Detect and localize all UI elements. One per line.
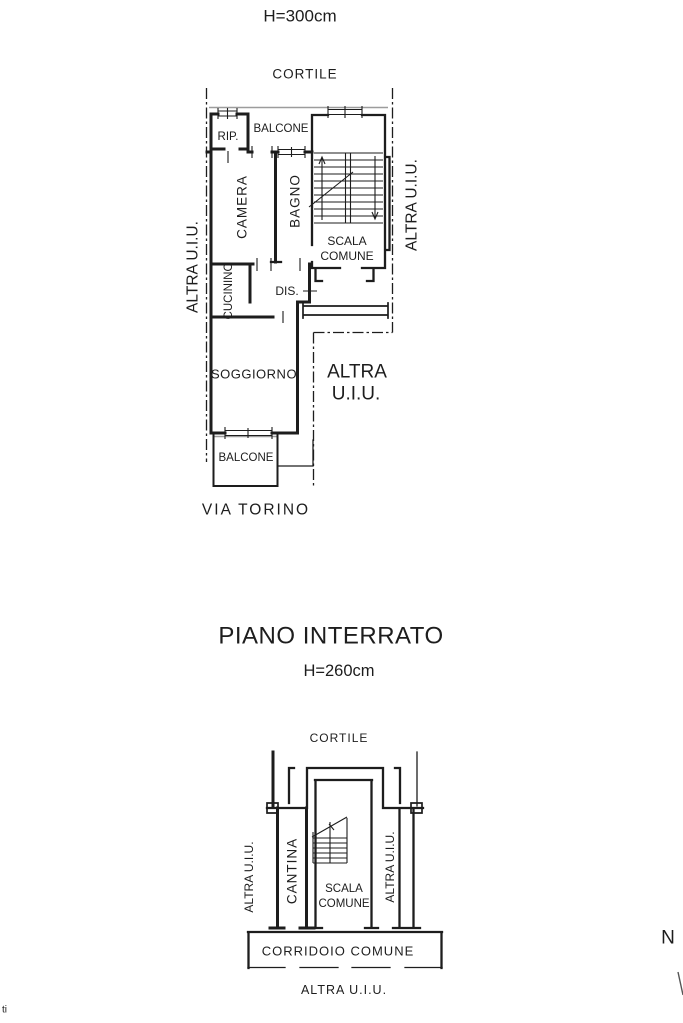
lower-wall-flags xyxy=(266,802,423,814)
lower-plan: PIANO INTERRATO H=260cm CORTILE CANTINA … xyxy=(218,623,443,998)
room-label-camera: CAMERA xyxy=(235,175,250,239)
cortile-label-lower: CORTILE xyxy=(310,731,369,745)
room-label-cantina: CANTINA xyxy=(285,838,300,904)
room-label-balcone-bottom: BALCONE xyxy=(219,452,274,464)
room-label-soggiorno: SOGGIORNO xyxy=(211,367,297,382)
corridoio-label: CORRIDOIO COMUNE xyxy=(262,944,415,959)
room-label-cucinino: CUCININO xyxy=(223,263,235,320)
upper-stairwell-walls xyxy=(269,113,391,283)
stair-label-lower-line1: SCALA xyxy=(325,883,363,895)
street-label-via-torino: VIA TORINO xyxy=(202,502,310,519)
north-arrow-fragment xyxy=(677,971,683,996)
upper-apartment-walls xyxy=(205,112,314,435)
upper-windows-doors xyxy=(217,106,363,439)
upper-balcony-side-lines xyxy=(276,439,314,467)
lower-thin-lines xyxy=(247,751,443,969)
room-label-rip: RIP. xyxy=(218,131,239,143)
room-label-bagno: BAGNO xyxy=(288,174,303,228)
upper-stairs-treads xyxy=(308,152,383,224)
margin-artifact-text: ti xyxy=(2,1005,7,1016)
lower-structure-walls xyxy=(246,766,444,970)
boundary-label-lower-bottom: ALTRA U.I.U. xyxy=(301,983,387,997)
upper-balcony-outline xyxy=(212,434,279,487)
stair-label-upper-line1: SCALA xyxy=(327,234,366,248)
height-label-upper: H=300cm xyxy=(263,7,336,26)
height-label-lower: H=260cm xyxy=(303,662,374,680)
lower-stairs-treads xyxy=(311,816,348,864)
plan-title-lower: PIANO INTERRATO xyxy=(218,623,443,650)
stair-label-upper-line2: COMUNE xyxy=(320,249,373,263)
compass-north: N xyxy=(661,928,683,996)
stair-label-lower-line2: COMUNE xyxy=(318,898,369,910)
boundary-label-lower-right: ALTRA U.I.U. xyxy=(383,831,397,902)
upper-plan: H=300cm CORTILE RIP. BALCONE CAMERA BAGN… xyxy=(185,7,421,519)
boundary-label-lower-left: ALTRA U.I.U. xyxy=(242,841,256,912)
adjacent-unit-label-line2: U.I.U. xyxy=(332,384,381,405)
boundary-label-upper-right: ALTRA U.I.U. xyxy=(404,159,421,251)
cortile-label-upper: CORTILE xyxy=(272,67,337,82)
north-label: N xyxy=(661,928,675,949)
boundary-label-upper-left: ALTRA U.I.U. xyxy=(185,221,202,313)
room-label-dis: DIS. xyxy=(275,284,298,298)
room-label-balcone-top: BALCONE xyxy=(254,123,309,135)
lower-cantina-walls xyxy=(268,750,316,930)
adjacent-unit-label-line1: ALTRA xyxy=(327,362,387,383)
upper-boundary-dashdot xyxy=(205,88,394,486)
upper-neighbor-wall-band xyxy=(302,302,389,319)
